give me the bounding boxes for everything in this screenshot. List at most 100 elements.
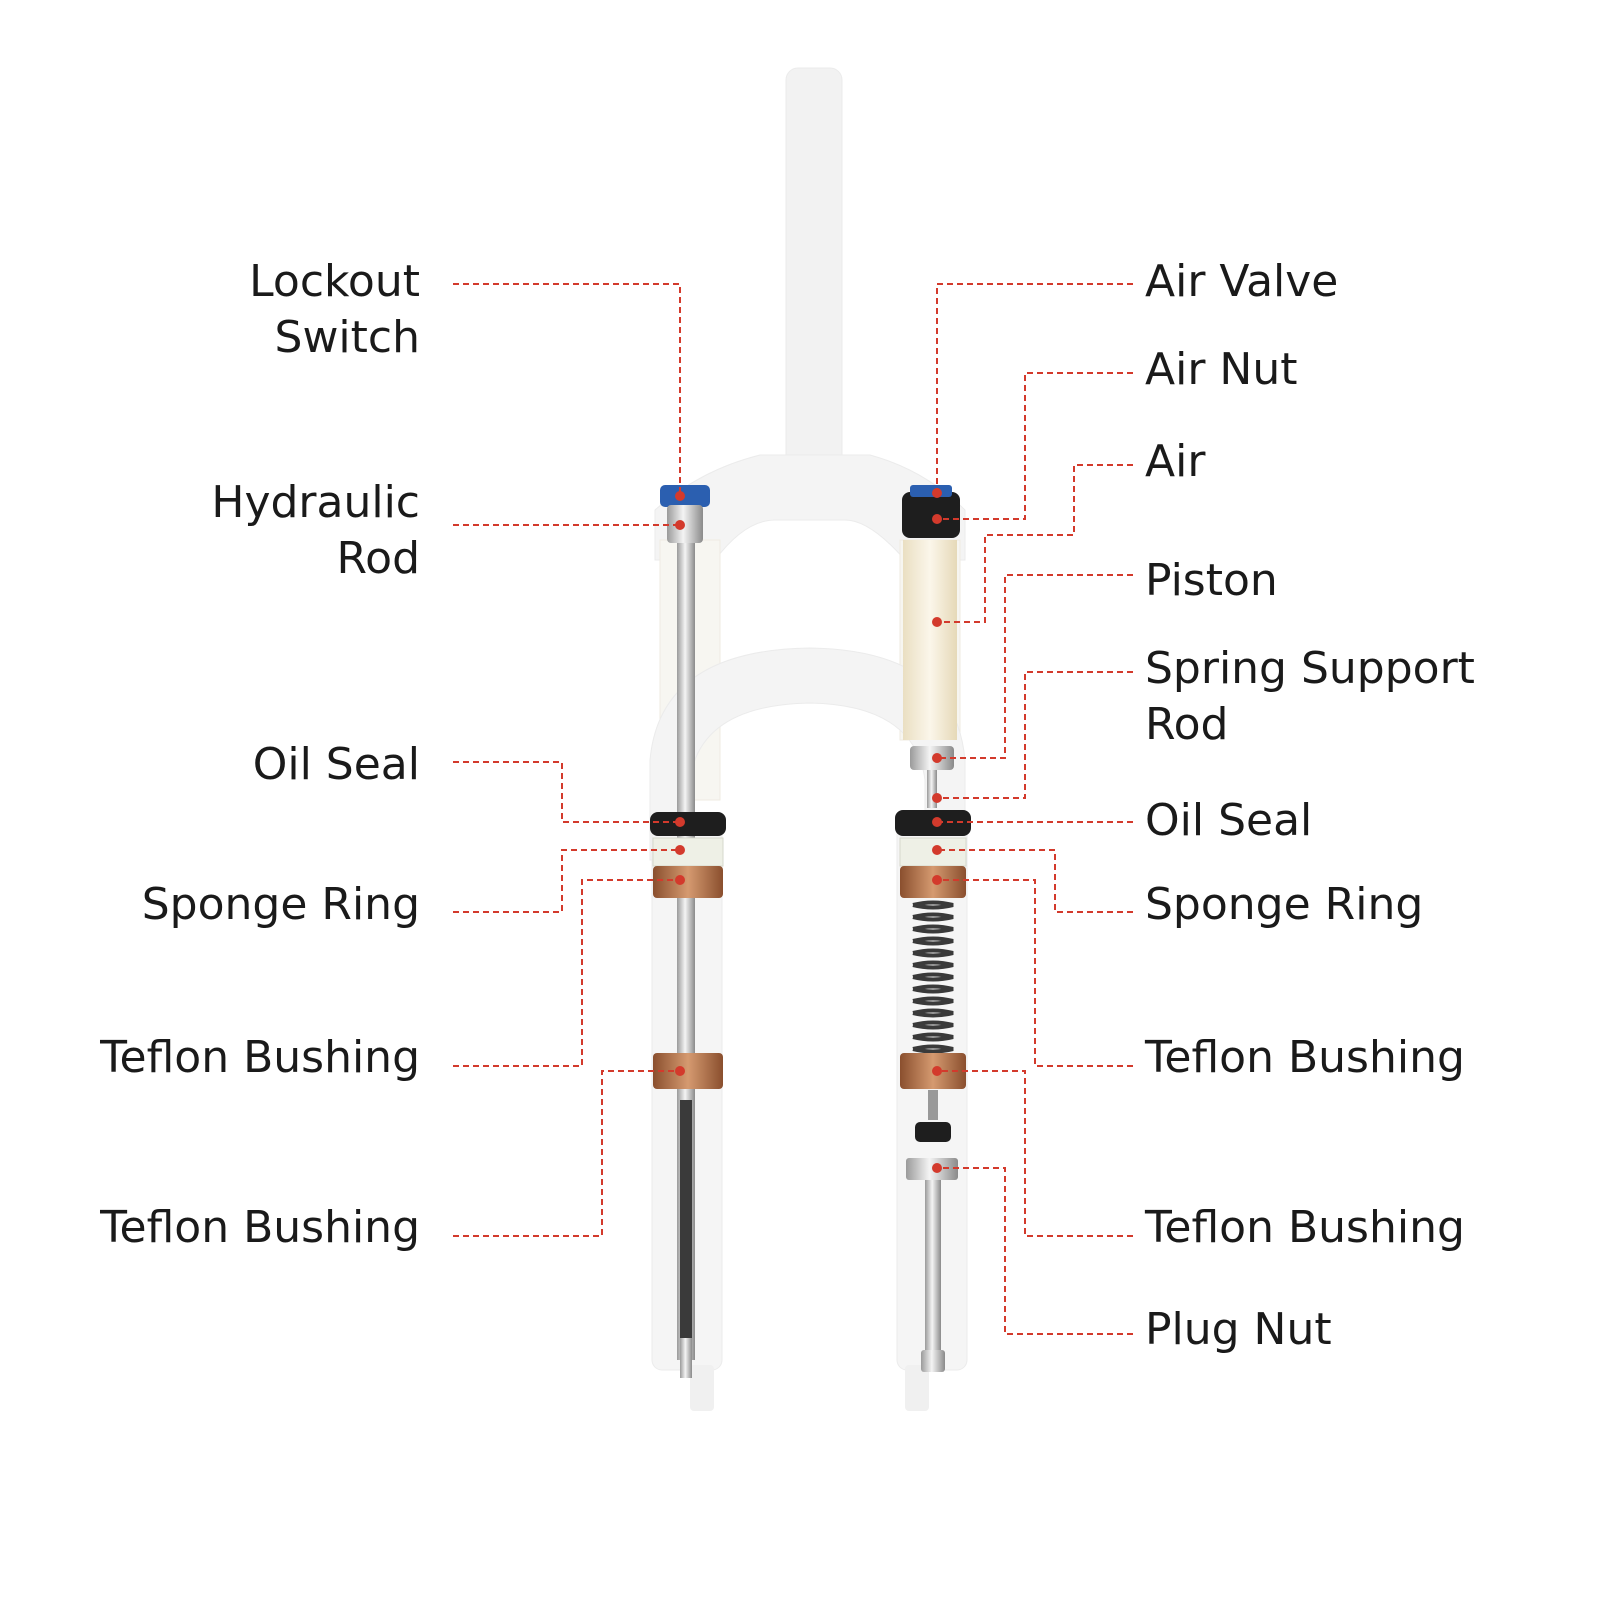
spring-coil [912,912,954,922]
spring-rod [928,1090,938,1120]
leader-dot-teflon-bushing-right-2 [932,1066,942,1076]
label-teflon-bushing-left-1: Teflon Bushing [100,1030,420,1086]
label-teflon-bushing-right-1: Teflon Bushing [1145,1030,1465,1086]
label-line: Teflon Bushing [1145,1202,1465,1253]
right-spring [912,900,954,1120]
left-bushing-upper [653,866,723,898]
leader-oil-seal-left [453,761,680,823]
left-cap-collar [667,505,703,543]
leader-dot-air [932,617,942,627]
leader-dot-teflon-bushing-right-1 [932,875,942,885]
spring-coil [912,960,954,970]
spring-coil [912,1044,954,1054]
spring-coil [912,936,954,946]
spring-coil [912,984,954,994]
right-lower-rod [925,1180,941,1350]
leader-spring-support-rod [937,671,1133,799]
label-piston: Piston [1145,553,1278,609]
label-oil-seal-right: Oil Seal [1145,793,1312,849]
leader-teflon-bushing-left-2 [453,1070,680,1237]
leader-dot-teflon-bushing-left-2 [675,1066,685,1076]
label-plug-nut: Plug Nut [1145,1302,1332,1358]
label-line: Air Nut [1145,344,1298,395]
spring-coil [912,1020,954,1030]
leader-dot-piston [932,753,942,763]
leader-lockout-switch [453,283,681,496]
left-rod-dark-lower [680,1100,692,1340]
leader-dot-teflon-bushing-left-1 [675,875,685,885]
label-line: Plug Nut [1145,1304,1332,1355]
left-dropout [690,1365,714,1411]
spring-coil [912,900,954,910]
right-bumper [915,1122,951,1142]
label-spring-support-rod: Spring Support Rod [1145,641,1475,753]
leader-dot-oil-seal-left [675,817,685,827]
label-air: Air [1145,434,1205,490]
leader-teflon-bushing-right-2 [937,1070,1133,1237]
leader-air-nut [937,372,1133,520]
label-line: Oil Seal [252,739,420,790]
leader-air-valve [936,283,1133,493]
leader-teflon-bushing-right-1 [937,879,1133,1067]
label-line: Oil Seal [1145,795,1313,846]
leader-dot-spring-support-rod [932,793,942,803]
label-air-valve: Air Valve [1145,254,1338,310]
leader-dot-plug-nut [932,1163,942,1173]
leader-lines [453,283,1133,1335]
leader-teflon-bushing-left-1 [453,879,680,1067]
right-piston-shaft [927,770,937,808]
label-line: Air Valve [1145,256,1339,307]
label-line: Rod [336,533,420,584]
left-bushing-lower [653,1053,723,1089]
label-sponge-ring-right: Sponge Ring [1145,877,1423,933]
label-line: Teflon Bushing [100,1202,420,1253]
label-air-nut: Air Nut [1145,342,1297,398]
label-line: Teflon Bushing [100,1032,420,1083]
fork-arch [649,647,966,861]
steerer-tube [785,67,843,469]
label-line: Lockout [249,256,420,307]
label-line: Sponge Ring [141,879,420,930]
crown [654,454,966,561]
left-oil-seal [650,812,726,836]
label-line: Air [1145,436,1206,487]
leader-plug-nut [937,1167,1133,1335]
right-plug-nut [906,1158,958,1180]
left-sponge-ring [652,837,724,867]
spring-coil [912,924,954,934]
spring-coil [912,1008,954,1018]
spring-coil [912,996,954,1006]
right-cap-top [910,485,952,497]
label-line: Piston [1145,555,1278,606]
leader-dot-oil-seal-right [932,817,942,827]
right-cap-black [902,492,960,538]
left-rod-tip [680,1338,692,1378]
leader-dot-hydraulic-rod [675,520,685,530]
leader-sponge-ring-left [453,849,680,913]
leader-dot-lockout-switch [675,491,685,501]
spring-coil [912,972,954,982]
label-line: Teflon Bushing [1145,1032,1465,1083]
label-teflon-bushing-right-2: Teflon Bushing [1145,1200,1465,1256]
right-air-chamber [903,540,957,740]
leader-air [937,464,1133,623]
right-dropout [905,1365,929,1411]
spring-coil [912,1032,954,1042]
leader-dot-sponge-ring-left [675,845,685,855]
label-line: Switch [274,312,420,363]
label-line: Sponge Ring [1145,879,1424,930]
label-line: Rod [1145,699,1229,750]
leader-dot-air-valve [932,488,942,498]
right-rod-tip [921,1350,945,1372]
leader-dot-sponge-ring-right [932,845,942,855]
spring-coil [912,948,954,958]
label-teflon-bushing-left-2: Teflon Bushing [100,1200,420,1256]
label-sponge-ring-left: Sponge Ring [142,877,420,933]
label-hydraulic-rod: Hydraulic Rod [211,475,420,587]
label-line: Spring Support [1145,643,1475,694]
leader-piston [937,574,1133,759]
leader-dot-air-nut [932,514,942,524]
label-lockout-switch: Lockout Switch [249,254,420,366]
